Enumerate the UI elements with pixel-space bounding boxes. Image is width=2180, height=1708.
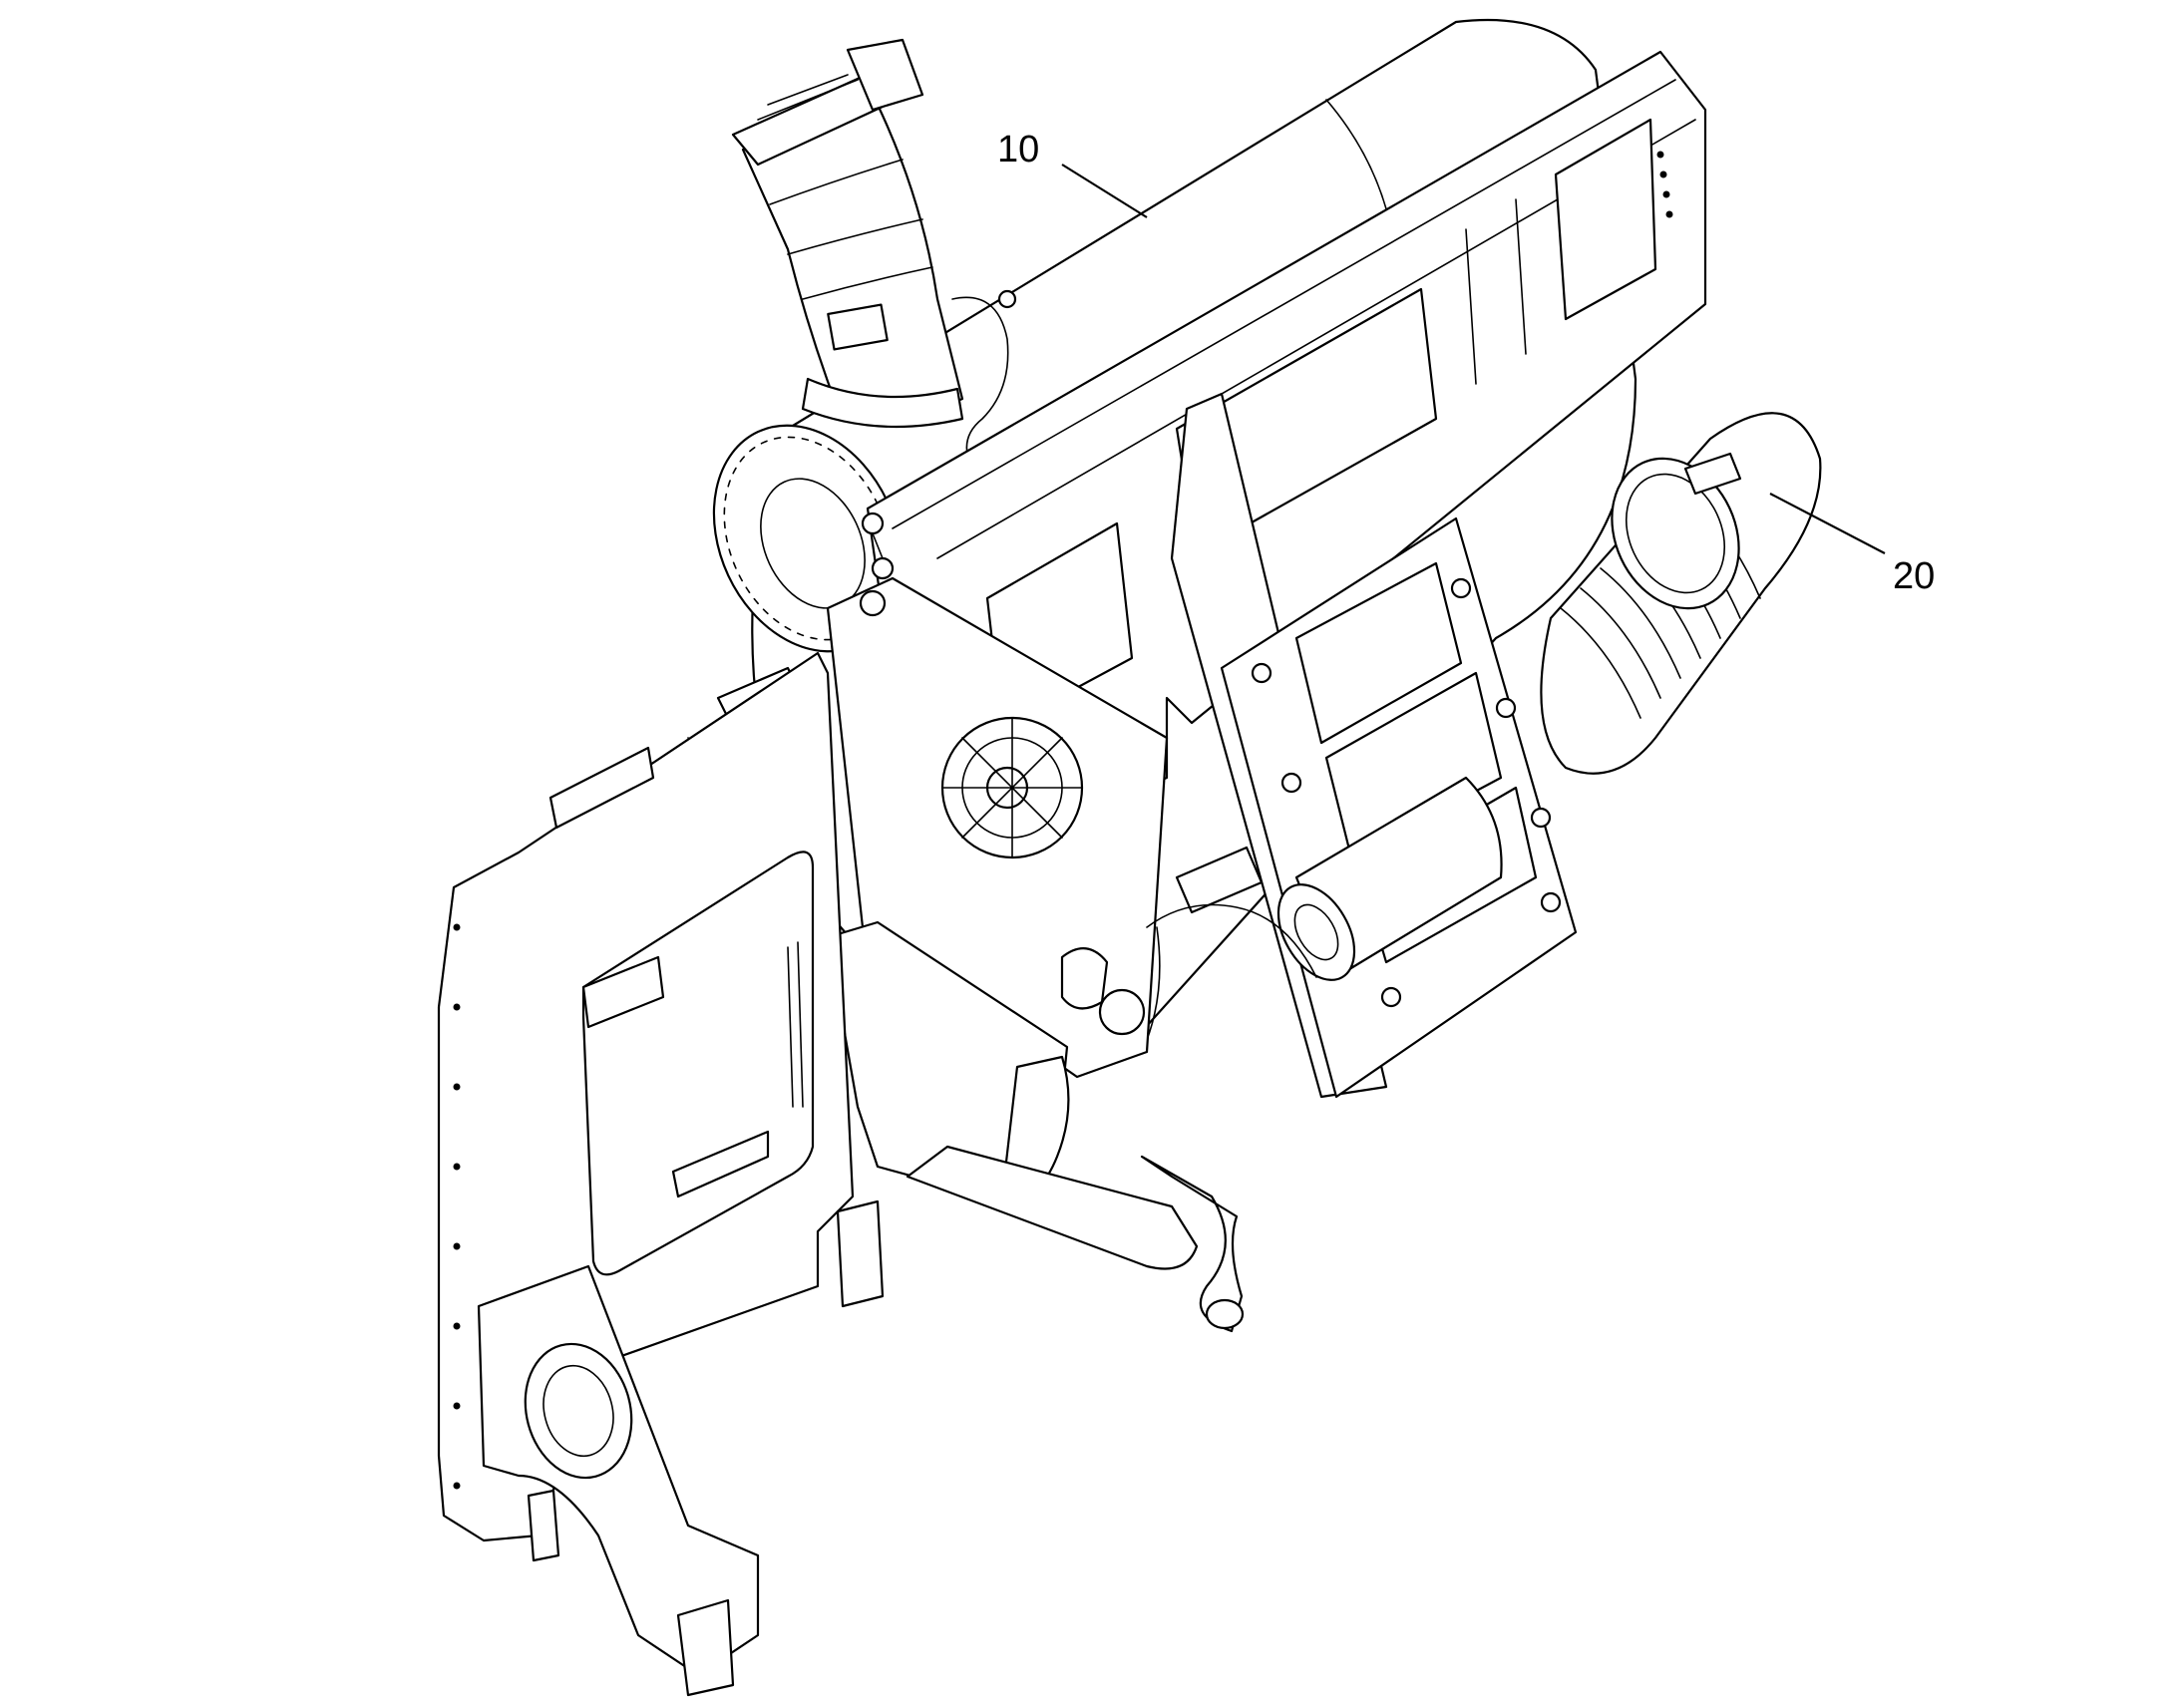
assembly-item-10	[437, 18, 1707, 1697]
sensor-module-middle	[1146, 846, 1317, 978]
foot-casting	[477, 1199, 885, 1697]
lower-bracket	[826, 920, 1245, 1333]
frame-bolt-cluster	[859, 512, 895, 617]
sensor-wire	[951, 296, 1009, 470]
callout-label-10: 10	[997, 129, 1039, 171]
callout-label-20: 20	[1893, 555, 1935, 597]
sensor-plug	[997, 289, 1017, 309]
callout-10: 10	[997, 129, 1148, 218]
callout-20: 20	[1769, 493, 1935, 597]
inlet-elbow-pipe	[731, 38, 964, 429]
leader-line-20	[1769, 493, 1886, 554]
secondary-cylinder	[1276, 776, 1503, 981]
leader-line-10	[1061, 164, 1148, 218]
flex-duct-item-20	[1540, 412, 1822, 775]
